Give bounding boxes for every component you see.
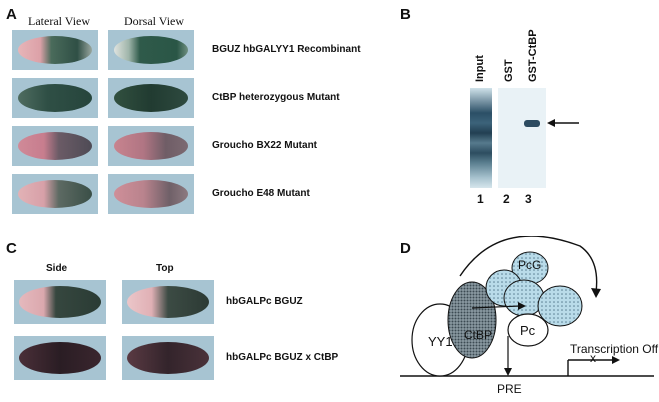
yy1-label: YY1	[428, 334, 453, 349]
ctbp-band	[524, 120, 540, 127]
embryo-a2-dorsal	[108, 78, 194, 118]
embryo-a1-dorsal	[108, 30, 194, 70]
side-header: Side	[46, 263, 68, 274]
dorsal-view-header: Dorsal View	[124, 14, 185, 28]
top-header: Top	[156, 263, 174, 274]
embryo-a4-dorsal	[108, 174, 194, 214]
pc-label: Pc	[520, 323, 536, 338]
ctbp-label: CtBP	[464, 328, 493, 342]
row-a1-label: BGUZ hbGALYY1 Recombinant	[212, 44, 361, 55]
pc-shape	[507, 313, 549, 347]
embryo-c1-side	[14, 280, 106, 324]
embryo-a3-dorsal	[108, 126, 194, 166]
panel-b-letter: B	[400, 6, 411, 23]
row-a2-label: CtBP heterozygous Mutant	[212, 92, 340, 103]
embryo-c2-top	[122, 336, 214, 380]
row-a3-label: Groucho BX22 Mutant	[212, 140, 318, 151]
transcription-off-label: Transcription Off	[570, 342, 659, 356]
arrow-icon	[547, 119, 579, 127]
row-c1-label: hbGALPc BGUZ	[226, 296, 303, 307]
lane-label-input: Input	[474, 55, 486, 82]
pcg-mid	[503, 279, 545, 317]
embryo-a1-lateral	[12, 30, 98, 70]
lane-number-1: 1	[477, 192, 484, 206]
gel-lane-gst	[498, 88, 546, 188]
row-c2-label: hbGALPc BGUZ x CtBP	[226, 352, 339, 363]
lane-label-gst-ctbp: GST-CtBP	[527, 29, 539, 82]
panel-c-letter: C	[6, 240, 17, 257]
pre-label: PRE	[497, 382, 522, 396]
lane-number-3: 3	[525, 192, 532, 206]
pcg-label: PcG	[518, 258, 542, 272]
embryo-a2-lateral	[12, 78, 98, 118]
panel-a-letter: A	[6, 6, 17, 23]
pcg-right	[537, 285, 583, 327]
lateral-view-header: Lateral View	[28, 14, 91, 28]
embryo-a3-lateral	[12, 126, 98, 166]
lane-label-gst: GST	[503, 59, 515, 82]
lane-number-2: 2	[503, 192, 510, 206]
embryo-c1-top	[122, 280, 214, 324]
gel-lane-input	[470, 88, 492, 188]
embryo-a4-lateral	[12, 174, 98, 214]
embryo-c2-side	[14, 336, 106, 380]
curved-arrow	[459, 236, 598, 293]
repression-model-diagram	[400, 236, 654, 377]
blocked-x-mark: x	[590, 351, 596, 365]
row-a4-label: Groucho E48 Mutant	[212, 188, 310, 199]
ctbp-shape	[447, 281, 497, 359]
panel-d-letter: D	[400, 240, 411, 257]
